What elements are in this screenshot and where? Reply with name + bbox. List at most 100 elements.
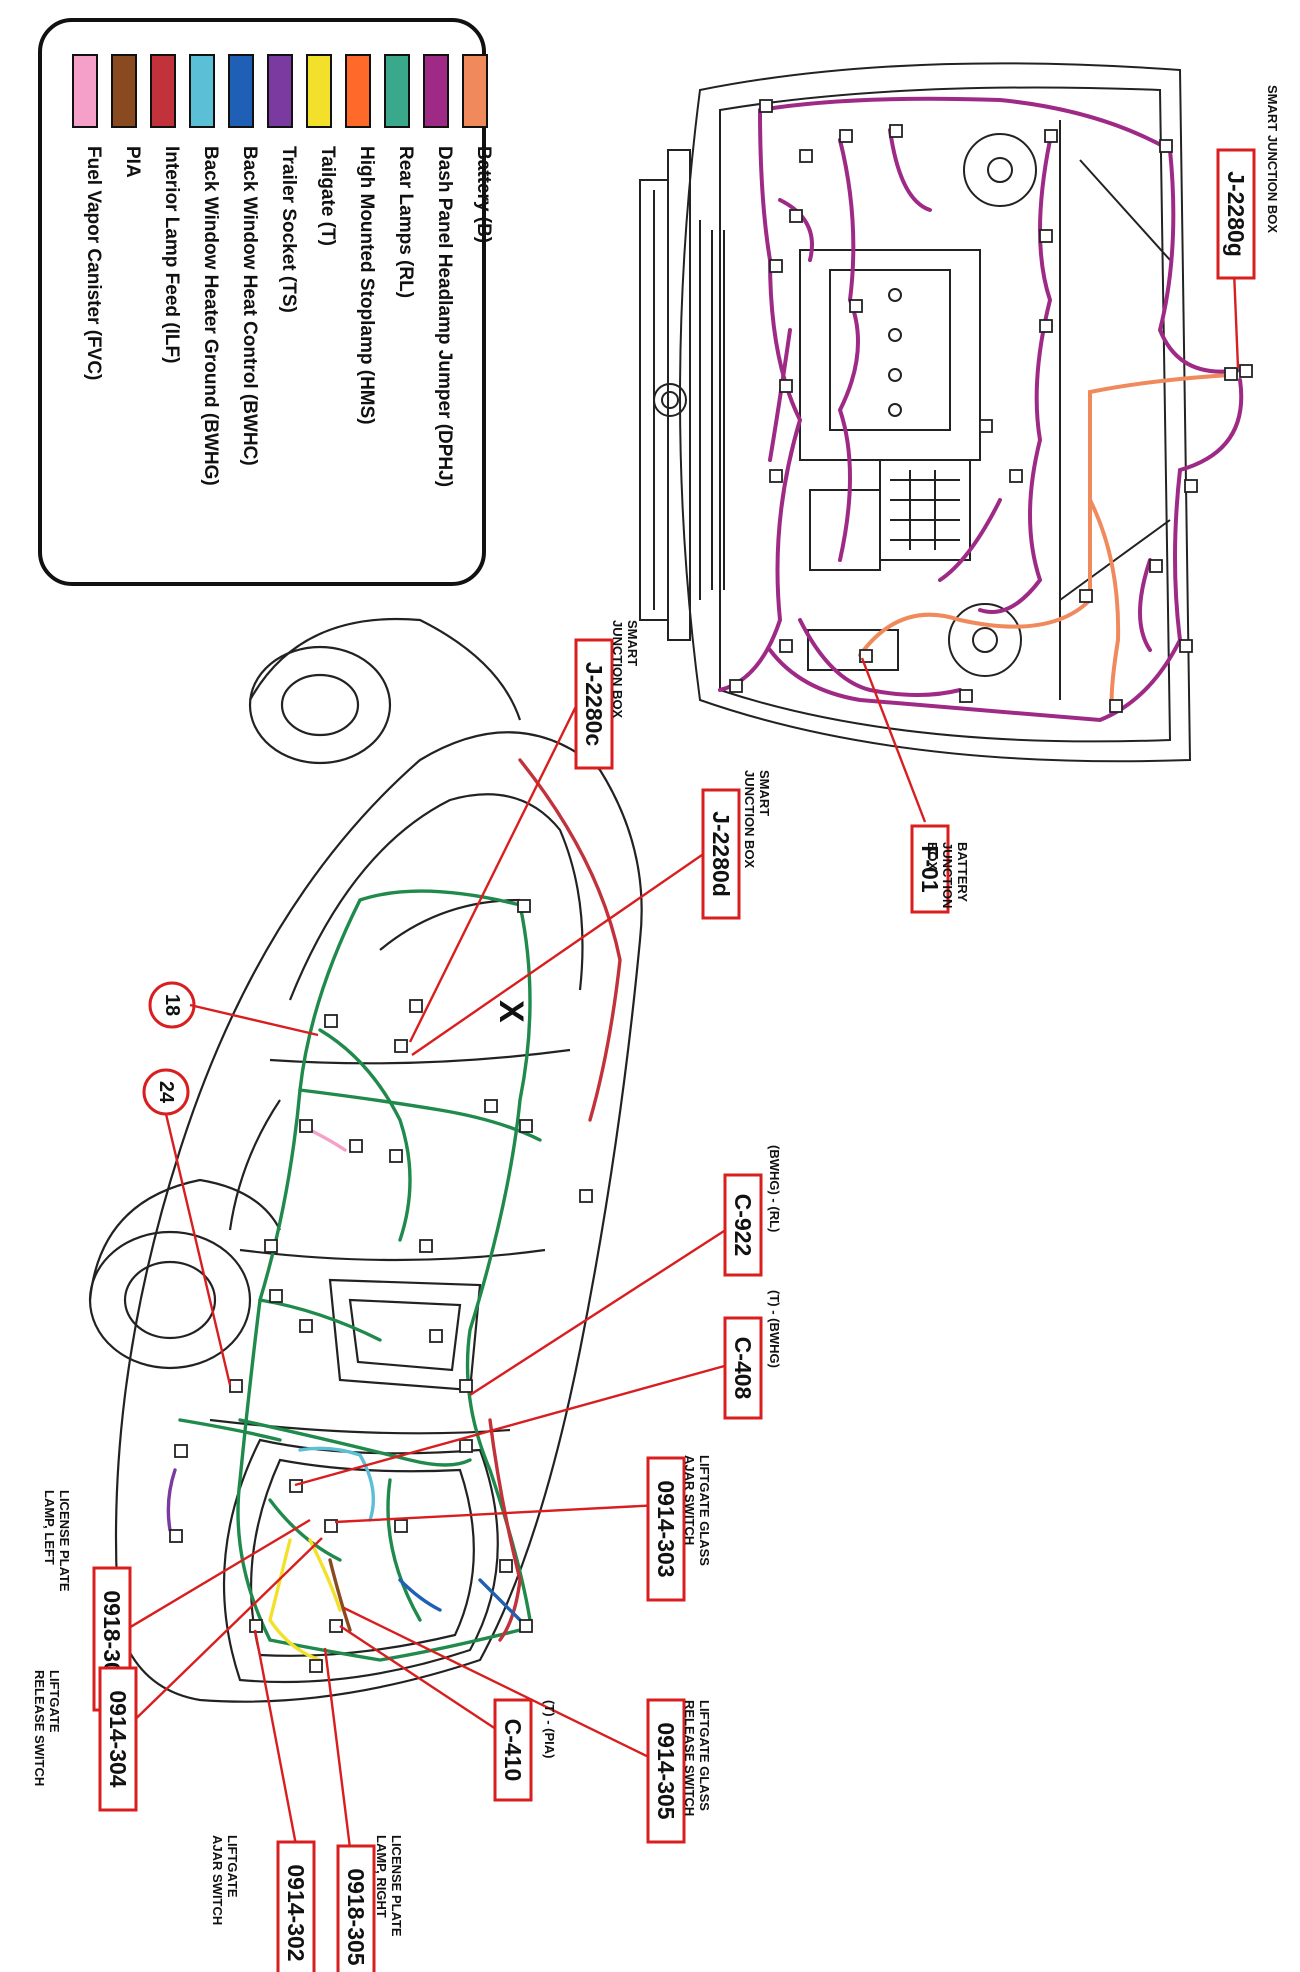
callout-description-line: LIFTGATE GLASS (697, 1700, 712, 1811)
engine-connectors (729, 99, 1253, 713)
legend-item: Back Window Heat Control (BWHC) (220, 54, 270, 554)
callout-code: J-2280d (708, 811, 734, 897)
callout-box (1216, 148, 1256, 280)
callout-f01: F-01 (910, 824, 950, 914)
callout-code: 0914-303 (653, 1480, 679, 1577)
legend-item: Battery (B) (454, 54, 504, 554)
callout-description-line: JUNCTION (940, 842, 955, 908)
circle-24-label: 24 (155, 1081, 177, 1104)
legend-color-swatch (150, 54, 176, 128)
callout-description-line: LAMP, RIGHT (374, 1835, 389, 1918)
callout-code: 0918-305 (343, 1868, 369, 1965)
callout-c0918_305: 0918-305 (336, 1844, 376, 1972)
legend-color-swatch (189, 54, 215, 128)
engine-compartment-view (639, 62, 1192, 763)
callout-description-line: (T) - (PIA) (542, 1700, 557, 1758)
callout-code: F-01 (917, 845, 943, 893)
legend-color-swatch (228, 54, 254, 128)
callout-box (493, 1698, 533, 1802)
callout-box (723, 1316, 763, 1420)
callout-description: SMART JUNCTION BOX (1265, 85, 1280, 233)
callout-c922: C-922 (723, 1173, 763, 1277)
callout-description-line: LAMP, LEFT (42, 1490, 57, 1565)
reference-markers: X 18 24 (142, 981, 530, 1116)
callout-c0914_304: 0914-304 (98, 1666, 138, 1812)
callout-description-line: JUNCTION BOX (610, 620, 625, 719)
legend-color-swatch (267, 54, 293, 128)
color-legend: Battery (B)Dash Panel Headlamp Jumper (D… (38, 18, 494, 586)
vehicle-connectors (169, 899, 593, 1673)
callout-c0914_305: 0914-305 (646, 1698, 686, 1844)
legend-item: PIA (103, 54, 153, 554)
legend-color-swatch (306, 54, 332, 128)
callout-description-line: LIFTGATE (225, 1835, 240, 1898)
callout-description-line: (BWHG) - (RL) (767, 1145, 782, 1232)
callout-box (336, 1844, 376, 1972)
vehicle-harness-wires (166, 758, 622, 1662)
legend-color-swatch (345, 54, 371, 128)
battery-wire (858, 373, 1232, 657)
callout-code: C-410 (500, 1719, 526, 1782)
callout-description-line: BOX (925, 842, 940, 871)
callout-description-line: SMART JUNCTION BOX (1265, 85, 1280, 233)
callout-c0914_303: 0914-303 (646, 1456, 686, 1602)
callout-description-line: AJAR SWITCH (210, 1835, 225, 1925)
circle-18-label: 18 (161, 994, 183, 1016)
callout-description-line: LICENSE PLATE (389, 1835, 404, 1937)
legend-item: Tailgate (T) (298, 54, 348, 554)
callout-box (723, 1173, 763, 1277)
callout-description: (BWHG) - (RL) (767, 1145, 782, 1232)
callout-description-line: SMART (625, 620, 640, 666)
legend-item: Back Window Heater Ground (BWHG) (181, 54, 231, 554)
callout-code: J-2280c (581, 662, 607, 747)
callout-description-line: AJAR SWITCH (682, 1455, 697, 1545)
callout-box (276, 1840, 316, 1972)
callout-c0914_302: 0914-302 (276, 1840, 316, 1972)
callout-description-line: RELEASE SWITCH (682, 1700, 697, 1816)
callout-j2280d: J-2280d (701, 788, 741, 920)
callout-description-line: LIFTGATE (47, 1670, 62, 1733)
engine-harness-wires (718, 96, 1244, 723)
callout-code: 0914-302 (283, 1864, 309, 1961)
callout-description-line: LIFTGATE GLASS (697, 1455, 712, 1566)
callout-c408: C-408 (723, 1316, 763, 1420)
callout-box (910, 824, 950, 914)
callout-description-line: LICENSE PLATE (57, 1490, 72, 1592)
legend-color-swatch (423, 54, 449, 128)
callout-j2280g: J-2280g (1216, 148, 1256, 280)
battery-wire-2 (1088, 498, 1121, 712)
legend-item: Fuel Vapor Canister (FVC) (64, 54, 114, 554)
callout-box (646, 1456, 686, 1602)
callout-description-line: RELEASE SWITCH (32, 1670, 47, 1786)
callout-description-line: BATTERY (955, 842, 970, 902)
callout-j2280c: J-2280c (574, 638, 614, 770)
callout-code: C-922 (730, 1194, 756, 1257)
legend-item: High Mounted Stoplamp (HMS) (337, 54, 387, 554)
legend-color-swatch (384, 54, 410, 128)
callout-leader-lines (111, 221, 1240, 1849)
callout-description-line: (T) - (BWHG) (767, 1290, 782, 1368)
callout-code: C-408 (730, 1337, 756, 1400)
callout-description-line: JUNCTION BOX (742, 770, 757, 869)
legend-color-swatch (72, 54, 98, 128)
legend-color-swatch (111, 54, 137, 128)
callout-description-line: SMART (757, 770, 772, 816)
legend-item: Trailer Socket (TS) (259, 54, 309, 554)
callout-box (574, 638, 614, 770)
legend-item: Interior Lamp Feed (ILF) (142, 54, 192, 554)
callout-description: (T) - (BWHG) (767, 1290, 782, 1368)
callout-description: (T) - (PIA) (542, 1700, 557, 1758)
callout-box (701, 788, 741, 920)
x-marker: X (492, 1000, 530, 1023)
